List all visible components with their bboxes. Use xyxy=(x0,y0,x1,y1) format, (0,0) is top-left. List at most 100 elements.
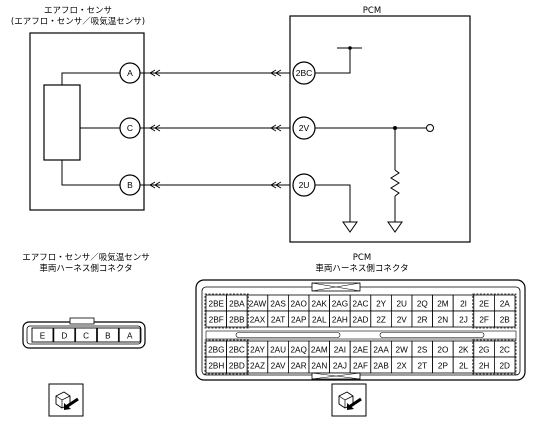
pcm-connector-group-outline xyxy=(472,293,517,329)
pcm-connector-cell-label: 2R xyxy=(417,316,428,325)
sensor-connector-cell xyxy=(31,327,54,343)
pcm-connector-cell-label: 2AW xyxy=(249,300,267,309)
pcm-connector-cell-label: 2Q xyxy=(417,300,428,309)
sensor-subtitle: (エアフロ・センサ／吸気温センサ) xyxy=(11,16,145,27)
pcm-connector-cell-label: 2AQ xyxy=(291,346,307,355)
pcm-connector-cell-label: 2AG xyxy=(332,300,348,309)
pcm-connector-cell-label: 2AP xyxy=(291,316,307,325)
pcm-connector-cell xyxy=(493,310,516,328)
pcm-connector-cell-label: 2AS xyxy=(270,300,286,309)
pcm-connector-cell-label: 2AX xyxy=(250,316,266,325)
pcm-connector-cell-label: 2X xyxy=(397,362,408,371)
pcm-connector-cell-label: 2BE xyxy=(209,300,225,309)
pcm-connector-cell-label: 2T xyxy=(418,362,428,371)
pcm-connector-cell-label: 2M xyxy=(437,300,449,309)
sensor-connector-cell xyxy=(75,327,98,343)
pcm-connector-cell-label: 2Y xyxy=(376,300,387,309)
ground-icon-2u xyxy=(342,221,358,233)
pcm-connector-cell-label: 2A xyxy=(500,300,511,309)
pcm-connector-cell-label: 2O xyxy=(437,346,448,355)
pcm-connector-cell xyxy=(493,356,516,374)
pcm-connector-cell-label: 2BD xyxy=(229,362,245,371)
sensor-element xyxy=(43,84,81,161)
pcm-connector-cell-label: 2AD xyxy=(353,316,369,325)
pcm-connector-cell-label: 2G xyxy=(479,346,490,355)
pcm-connector-cell-label: 2F xyxy=(479,316,489,325)
pcm-connector-cell-label: 2BB xyxy=(229,316,245,325)
pcm-terminal-2v xyxy=(426,124,434,132)
pcm-connector-cell-label: 2AF xyxy=(353,362,368,371)
pcm-connector-cell-label: 2H xyxy=(479,362,490,371)
pcm-connector-group-outline xyxy=(204,293,249,329)
sensor-wire-b xyxy=(61,160,120,186)
sensor-connector-cell xyxy=(118,327,141,343)
pcm-connector-cell-label: 2K xyxy=(458,346,469,355)
pcm-connector-cell-label: 2AT xyxy=(271,316,285,325)
pcm-connector-cell-label: 2AJ xyxy=(333,362,347,371)
sensor-connector-cell-label: E xyxy=(40,332,46,341)
pcm-pin-2v-label: 2V xyxy=(299,123,310,133)
pcm-connector-subtitle: 車両ハーネス側コネクタ xyxy=(315,263,408,274)
pcm-connector-cell-label: 2BG xyxy=(208,346,224,355)
pcm-connector-cell-label: 2BA xyxy=(229,300,245,309)
sensor-title: エアフロ・センサ xyxy=(44,6,112,16)
pcm-connector-cell-label: 2N xyxy=(438,316,449,325)
sensor-connector-cell-label: A xyxy=(127,332,133,341)
pcm-connector-cell-label: 2AE xyxy=(353,346,369,355)
pcm-connector-cell-label: 2AU xyxy=(270,346,286,355)
pcm-connector-cell-label: 2P xyxy=(438,362,449,371)
pcm-connector-group-outline xyxy=(472,339,517,375)
pcm-wire-2u xyxy=(315,184,351,222)
pcm-junction-2bc xyxy=(348,46,352,50)
pcm-pin-2bc-label: 2BC xyxy=(296,68,313,78)
pcm-connector-group-outline xyxy=(204,339,249,375)
sensor-connector-subtitle: 車両ハーネス側コネクタ xyxy=(39,263,132,274)
pcm-connector-cell-label: 2AO xyxy=(291,300,307,309)
view-direction-icon-left xyxy=(48,383,84,417)
pcm-connector-cell-label: 2AR xyxy=(291,362,307,371)
pcm-connector-cell-label: 2D xyxy=(499,362,510,371)
pcm-connector-cell-label: 2V xyxy=(397,316,408,325)
pcm-connector-cell-label: 2AZ xyxy=(250,362,265,371)
connector-arrows-left xyxy=(149,69,161,189)
pcm-connector-cell-label: 2AC xyxy=(353,300,369,309)
pcm-connector-cell-label: 2E xyxy=(479,300,490,309)
pcm-connector-title: PCM xyxy=(353,253,371,263)
pcm-connector-cell-label: 2L xyxy=(459,362,469,371)
sensor-connector-cell-label: D xyxy=(61,332,67,341)
pcm-connector-cell-label: 2AA xyxy=(373,346,389,355)
pcm-connector-cell-label: 2AI xyxy=(334,346,346,355)
pcm-connector-cell-label: 2Z xyxy=(376,316,386,325)
sensor-connector-cell-label: C xyxy=(83,332,89,341)
pcm-connector-cell-label: 2BC xyxy=(229,346,245,355)
pcm-connector-cell-label: 2B xyxy=(500,316,511,325)
sensor-connector-cell-label: B xyxy=(105,332,111,341)
sensor-wire-a xyxy=(61,72,120,85)
resistor-icon xyxy=(390,169,400,197)
sensor-pin-c-label: C xyxy=(127,123,133,133)
pcm-connector-cell-label: 2AN xyxy=(311,362,327,371)
sensor-connector-cell xyxy=(53,327,76,343)
sensor-connector-cell xyxy=(96,327,119,343)
pcm-connector-cell-label: 2W xyxy=(396,346,409,355)
pcm-connector-cell-label: 2AY xyxy=(250,346,265,355)
pcm-title: PCM xyxy=(363,6,381,16)
sensor-pin-b-label: B xyxy=(127,180,133,190)
connector-arrows-right xyxy=(270,69,282,189)
pcm-connector-cell-label: 2U xyxy=(396,300,407,309)
pcm-connector-cell-label: 2I xyxy=(460,300,467,309)
pcm-connector-cell-label: 2AH xyxy=(332,316,348,325)
pcm-connector-cell-label: 2C xyxy=(499,346,510,355)
pcm-connector-cell-label: 2BF xyxy=(209,316,224,325)
sensor-connector-title: エアフロ・センサ／吸気温センサ xyxy=(22,252,150,263)
pcm-connector-cell-label: 2AL xyxy=(312,316,327,325)
pcm-pin-2u-label: 2U xyxy=(299,180,310,190)
pcm-connector-cell-label: 2S xyxy=(417,346,428,355)
pcm-connector-cell-label: 2J xyxy=(459,316,468,325)
pcm-connector-cell-label: 2AM xyxy=(311,346,328,355)
pcm-box xyxy=(289,15,471,243)
ground-icon-resistor xyxy=(387,221,403,233)
